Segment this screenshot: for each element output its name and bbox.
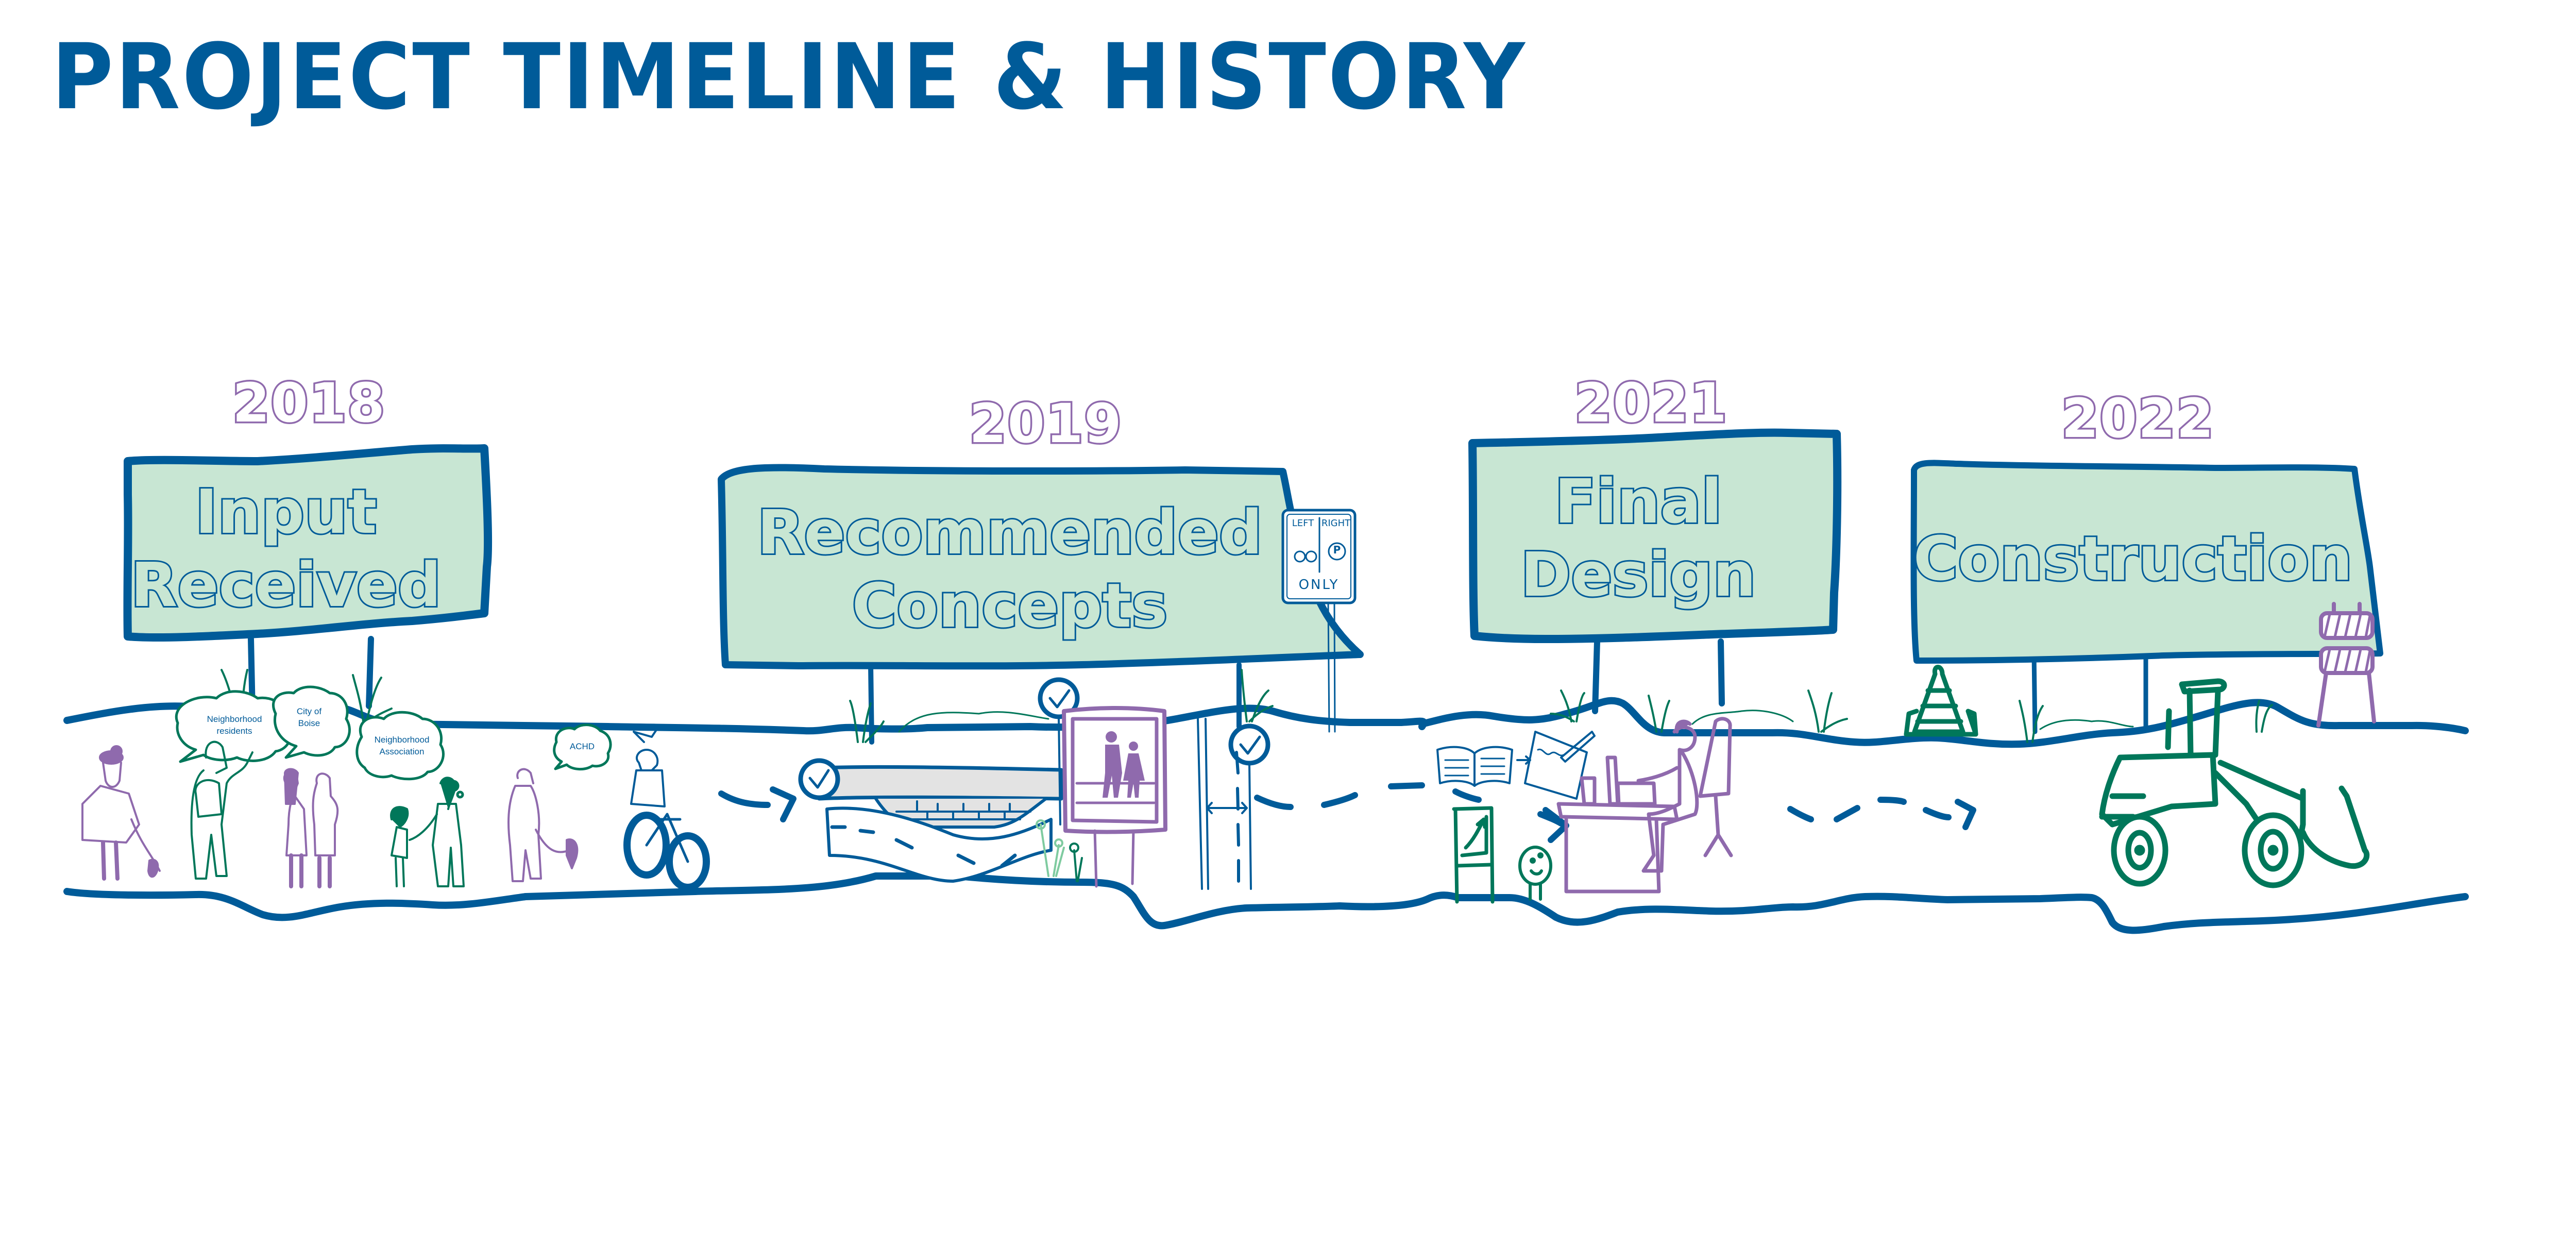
cyclist (623, 728, 710, 891)
year-2021: 2021 (1573, 372, 1728, 434)
bubble-city-of-boise (272, 685, 351, 759)
barricade-icon (2316, 602, 2376, 728)
sign-2018-board (123, 444, 493, 642)
milestone-2018-label: Input Received (129, 464, 443, 634)
check-icon (798, 758, 840, 800)
designer-at-desk (1556, 717, 1733, 894)
traffic-cone-icon (1904, 665, 1978, 737)
sign-2021-board (1468, 428, 1842, 643)
road-concepts (798, 677, 1270, 890)
check-icon (1038, 677, 1080, 826)
seed-character (1518, 846, 1552, 901)
lane-sign-only: ONLY (1298, 577, 1340, 593)
lane-sign-left: LEFT (1292, 518, 1314, 529)
label-line-1: Final (1553, 464, 1723, 538)
year-2019: 2019 (968, 392, 1123, 455)
road-bottom-edge (63, 872, 2469, 934)
page-title: PROJECT TIMELINE & HISTORY (52, 24, 1527, 130)
year-2022: 2022 (2060, 387, 2215, 450)
milestone-2021-label: Final Design (1484, 453, 1793, 624)
parking-icon (1328, 542, 1346, 561)
parking-icon: P (1333, 544, 1341, 556)
bubble-neighborhood-association (355, 711, 445, 781)
document-pen-icon (1524, 731, 1596, 800)
bubble-text-neighborhood-association: Neighborhood Association (374, 735, 430, 756)
milestone-2019-label: Recommended Concepts (732, 482, 1288, 657)
sign-2019-board (718, 464, 1364, 670)
office-illustration (1436, 717, 1733, 904)
front-loader-icon (2099, 678, 2370, 888)
year-2018: 2018 (231, 372, 386, 434)
lane-sign (1281, 509, 1357, 733)
bubble-text-city-of-boise: City of Boise (296, 706, 322, 728)
dashed-path-2018 (718, 786, 796, 822)
milestone-2022-label: Construction (1912, 474, 2354, 644)
label-line-2: Received (129, 548, 443, 622)
growth-chart-icon (1452, 806, 1495, 904)
label-line-1: Construction (1912, 521, 2354, 596)
lane-sign-right: RIGHT (1321, 518, 1351, 529)
bubble-text-achd: ACHD (569, 742, 595, 751)
label-line-2: Concepts (851, 568, 1170, 643)
dashed-path-2021 (1787, 797, 1976, 830)
bicycle-icon (1294, 550, 1306, 563)
pedestrians-icon (1103, 731, 1145, 798)
speech-bubbles (175, 685, 612, 799)
people-group (81, 740, 579, 888)
check-icon (1228, 723, 1270, 890)
label-line-1: Recommended (756, 495, 1264, 569)
bubble-text-neighborhood-residents: Neighborhood residents (207, 714, 262, 736)
sign-2022-board (1910, 460, 2383, 664)
label-line-1: Input (194, 475, 379, 549)
bubble-achd (553, 723, 612, 770)
label-line-2: Design (1519, 537, 1757, 612)
book-icon (1436, 746, 1531, 787)
